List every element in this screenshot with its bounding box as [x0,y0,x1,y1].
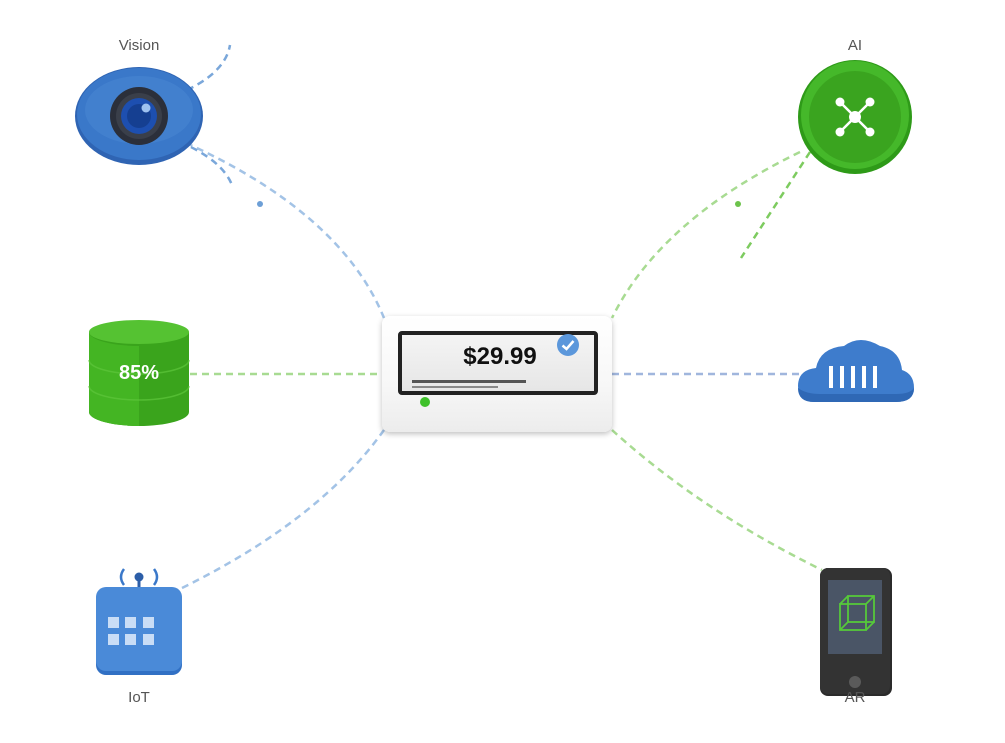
network-nodes-icon[interactable] [796,58,914,176]
status-led-icon [420,397,430,407]
connector-ai-center [610,150,801,319]
connector-ar-center [611,429,823,572]
checkmark-badge-icon [557,334,579,356]
phone-ar-cube-icon[interactable] [818,566,894,698]
ar-label: AR [844,689,866,706]
eye-camera-icon[interactable] [72,64,206,168]
connector-ai-tail [739,151,812,259]
vision-label: Vision [118,37,160,54]
connector-vision-center [174,136,386,319]
electronic-price-tag[interactable]: $29.99 [382,316,612,432]
price-tag-barcode-line [412,380,526,383]
price-value: $29.99 [463,343,537,370]
connector-ai-dot [735,201,741,207]
iot-chip-icon[interactable] [94,565,186,677]
cloud-icon[interactable] [796,336,916,406]
connector-vision-tail-bottom [179,140,234,186]
database-percentage: 85% [118,362,160,384]
connector-iot-center [181,429,386,590]
connector-vision-dot [257,201,263,207]
ai-label: AI [847,37,863,54]
iot-label: IoT [128,689,150,706]
price-tag-barcode-line-short [412,386,498,388]
database-cylinder-icon[interactable] [86,318,192,430]
